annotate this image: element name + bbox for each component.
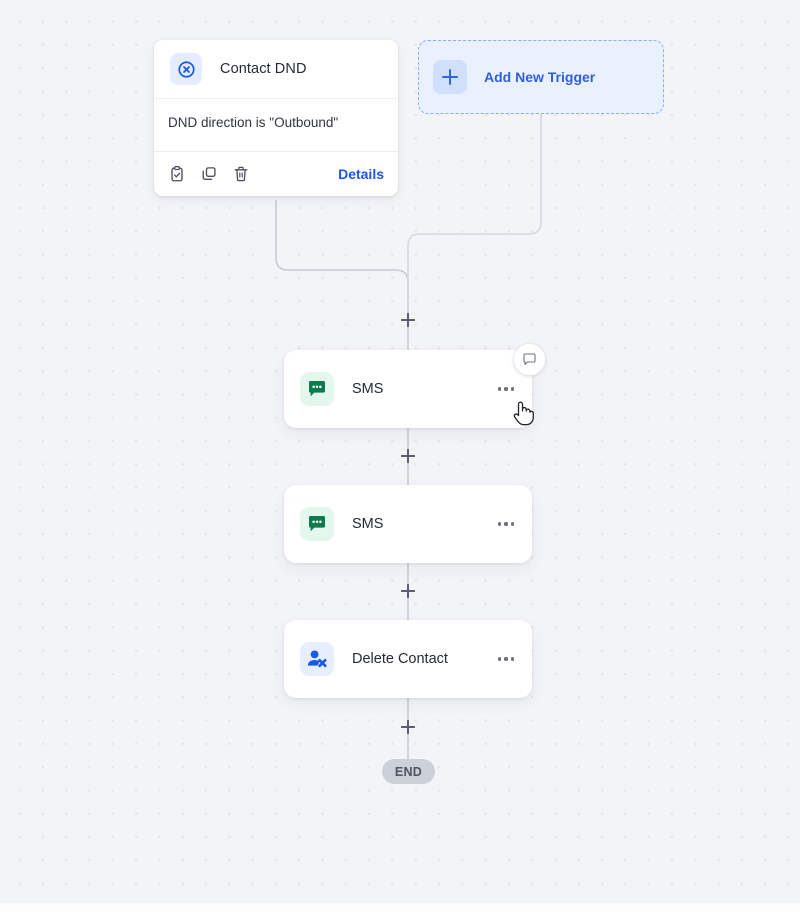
- node-menu-button[interactable]: [496, 514, 516, 533]
- node-label: SMS: [352, 381, 384, 397]
- node-menu-button[interactable]: [496, 379, 516, 398]
- node-sms-2[interactable]: SMS: [284, 485, 532, 563]
- node-delete-contact[interactable]: Delete Contact: [284, 620, 532, 698]
- trigger-card-header: Contact DND: [154, 40, 398, 99]
- sms-bubble-icon: [300, 372, 334, 406]
- add-step-button-3[interactable]: [399, 582, 417, 600]
- node-menu-button[interactable]: [496, 649, 516, 668]
- add-new-trigger-button[interactable]: Add New Trigger: [418, 40, 664, 114]
- node-label: Delete Contact: [352, 651, 448, 667]
- add-step-button-4[interactable]: [399, 718, 417, 736]
- end-badge: END: [382, 759, 435, 784]
- trigger-action-icons: [168, 165, 250, 183]
- node-sms-1[interactable]: SMS: [284, 350, 532, 428]
- trash-icon[interactable]: [232, 165, 250, 183]
- trigger-card[interactable]: Contact DND DND direction is "Outbound": [154, 40, 398, 196]
- duplicate-icon[interactable]: [200, 165, 218, 183]
- add-step-button-2[interactable]: [399, 447, 417, 465]
- plus-icon: [433, 60, 467, 94]
- sms-bubble-icon: [300, 507, 334, 541]
- copy-to-clipboard-icon[interactable]: [168, 165, 186, 183]
- node-label: SMS: [352, 516, 384, 532]
- add-new-trigger-label: Add New Trigger: [484, 69, 596, 85]
- trigger-title: Contact DND: [220, 61, 307, 77]
- comment-icon[interactable]: [513, 343, 546, 376]
- trigger-condition-text: DND direction is "Outbound": [154, 99, 398, 152]
- trigger-card-footer: Details: [154, 152, 398, 196]
- delete-contact-icon: [300, 642, 334, 676]
- details-link[interactable]: Details: [338, 166, 384, 182]
- contact-dnd-icon: [170, 53, 202, 85]
- add-step-button-1[interactable]: [399, 311, 417, 329]
- bottom-strip: [0, 903, 800, 911]
